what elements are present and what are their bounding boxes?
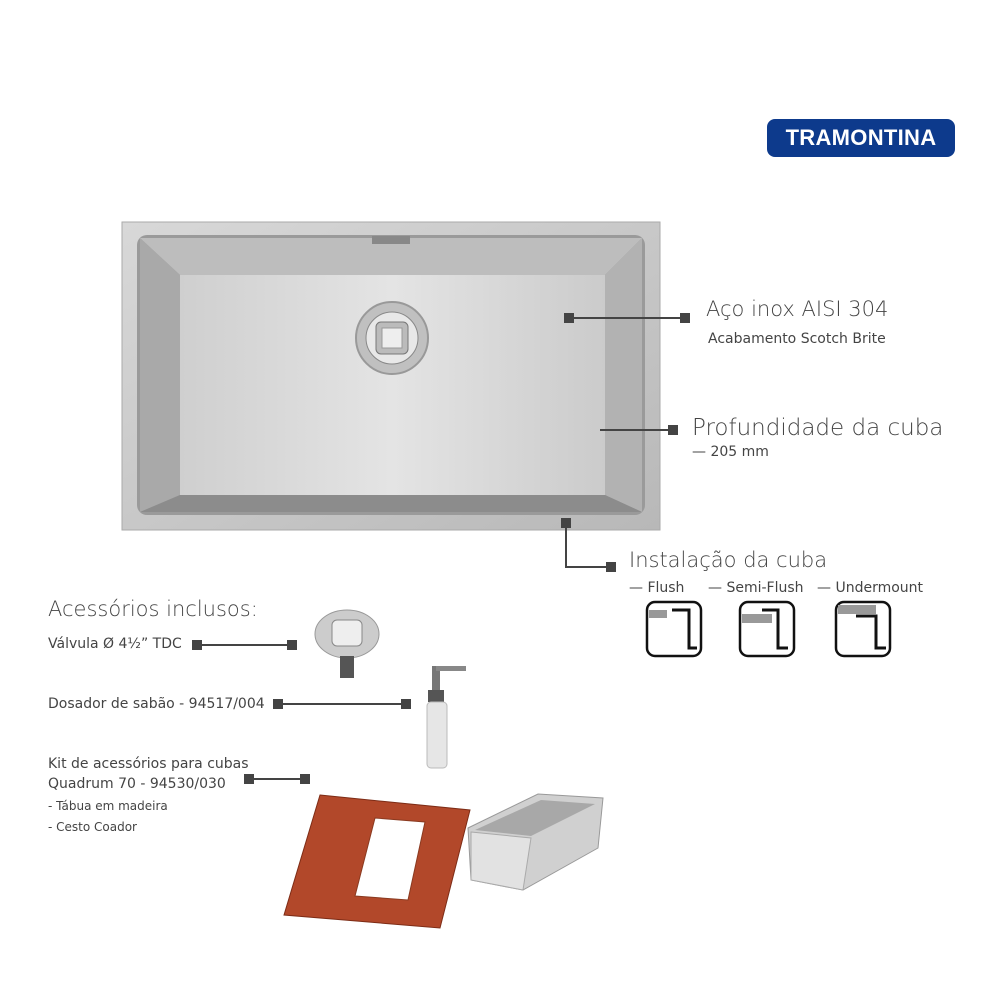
callout-marker [401, 699, 411, 709]
callout-marker [273, 699, 283, 709]
kit-label-line2: Quadrum 70 - 94530/030 [48, 776, 226, 792]
valve-label: Válvula Ø 4½” TDC [48, 636, 182, 652]
semi-flush-diagram-icon [738, 600, 796, 658]
callout-line [252, 778, 304, 780]
material-title: Aço inox AISI 304 [706, 297, 889, 321]
kit-item-cutting-board: - Tábua em madeira [48, 799, 168, 813]
callout-line [565, 524, 567, 567]
depth-title: Profundidade da cuba [692, 415, 944, 441]
callout-marker [561, 518, 571, 528]
installation-option-flush: — Flush [629, 580, 685, 596]
installation-title: Instalação da cuba [629, 548, 828, 572]
callout-line [200, 644, 292, 646]
valve-image [314, 609, 380, 678]
cutting-board-image [283, 794, 471, 929]
callout-marker [287, 640, 297, 650]
sink-image [121, 221, 661, 531]
installation-option-undermount: — Undermount [817, 580, 924, 596]
kit-label-line1: Kit de acessórios para cubas [48, 756, 249, 772]
kit-item-strainer-basket: - Cesto Coador [48, 820, 137, 834]
installation-option-semi-flush: — Semi-Flush [708, 580, 804, 596]
callout-marker [192, 640, 202, 650]
callout-marker [300, 774, 310, 784]
callout-marker [564, 313, 574, 323]
callout-marker [244, 774, 254, 784]
undermount-diagram-icon [834, 600, 892, 658]
depth-value: — 205 mm [692, 444, 769, 460]
callout-line [572, 317, 684, 319]
callout-marker [668, 425, 678, 435]
dispenser-label: Dosador de sabão - 94517/004 [48, 696, 265, 712]
material-subtitle: Acabamento Scotch Brite [708, 331, 886, 347]
callout-line [281, 703, 406, 705]
soap-dispenser-image [426, 666, 466, 769]
accessories-title: Acessórios inclusos: [48, 597, 258, 621]
tramontina-logo: TRAMONTINA [767, 119, 955, 157]
callout-line [565, 566, 610, 568]
callout-line [600, 429, 670, 431]
flush-diagram-icon [645, 600, 703, 658]
callout-marker [606, 562, 616, 572]
strainer-basket-image [467, 793, 604, 891]
callout-marker [680, 313, 690, 323]
